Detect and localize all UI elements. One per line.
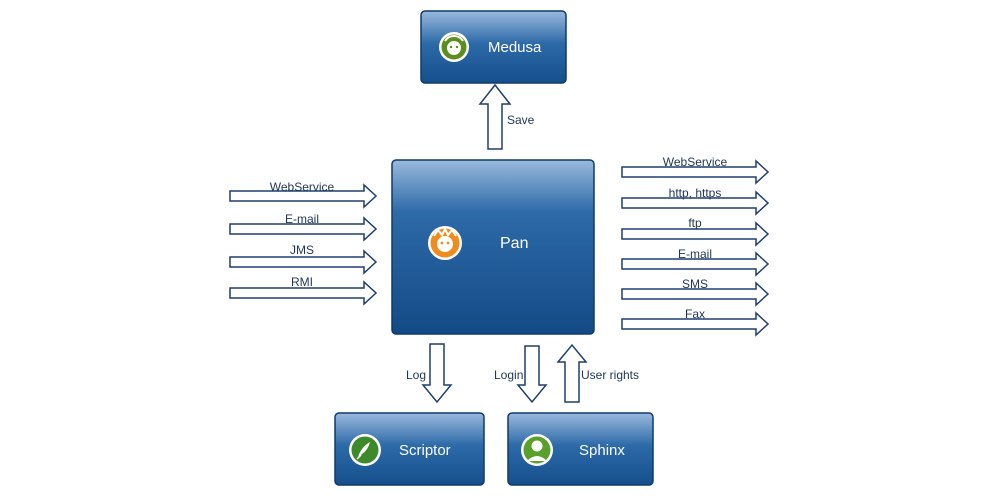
log-arrow — [421, 343, 453, 404]
output-arrow: E-mail — [621, 247, 770, 277]
scriptor-label: Scriptor — [399, 442, 451, 459]
input-label: E-mail — [285, 212, 319, 226]
output-arrow: WebService — [621, 155, 770, 185]
sphinx-node: Sphinx — [507, 412, 654, 486]
login-label: Login — [494, 368, 523, 382]
scriptor-node: Scriptor — [334, 412, 485, 486]
output-label: SMS — [682, 277, 708, 291]
output-arrow: http, https — [621, 186, 770, 216]
sphinx-logo-icon — [521, 434, 553, 466]
log-label: Log — [406, 368, 426, 382]
output-label: WebService — [663, 155, 728, 169]
medusa-node: Medusa — [420, 10, 567, 84]
pan-label: Pan — [500, 235, 528, 252]
medusa-logo-icon — [439, 32, 469, 62]
output-arrow: SMS — [621, 277, 770, 307]
scriptor-logo-icon — [349, 434, 381, 466]
input-label: WebService — [270, 180, 335, 194]
login-arrow — [516, 345, 548, 404]
input-arrow: RMI — [229, 275, 378, 306]
output-arrows: WebService http, https ftp E-mail SMS Fa… — [621, 155, 770, 337]
pan-node: Pan — [391, 159, 595, 335]
save-label: Save — [507, 113, 535, 127]
input-label: JMS — [290, 243, 314, 257]
save-arrow — [478, 83, 512, 150]
input-arrows: WebService E-mail JMS RMI — [229, 180, 378, 306]
output-label: E-mail — [678, 247, 712, 261]
output-label: http, https — [669, 186, 722, 200]
user-rights-label: User rights — [581, 368, 639, 382]
output-label: ftp — [688, 216, 702, 230]
input-label: RMI — [291, 275, 313, 289]
output-label: Fax — [685, 307, 705, 321]
medusa-label: Medusa — [488, 39, 542, 56]
pan-logo-icon — [428, 226, 462, 260]
output-arrow: ftp — [621, 216, 770, 247]
input-arrow: JMS — [229, 243, 378, 275]
input-arrow: WebService — [229, 180, 378, 209]
sphinx-label: Sphinx — [579, 442, 625, 459]
user-rights-arrow — [556, 343, 588, 403]
output-arrow: Fax — [621, 307, 770, 337]
input-arrow: E-mail — [229, 212, 378, 242]
